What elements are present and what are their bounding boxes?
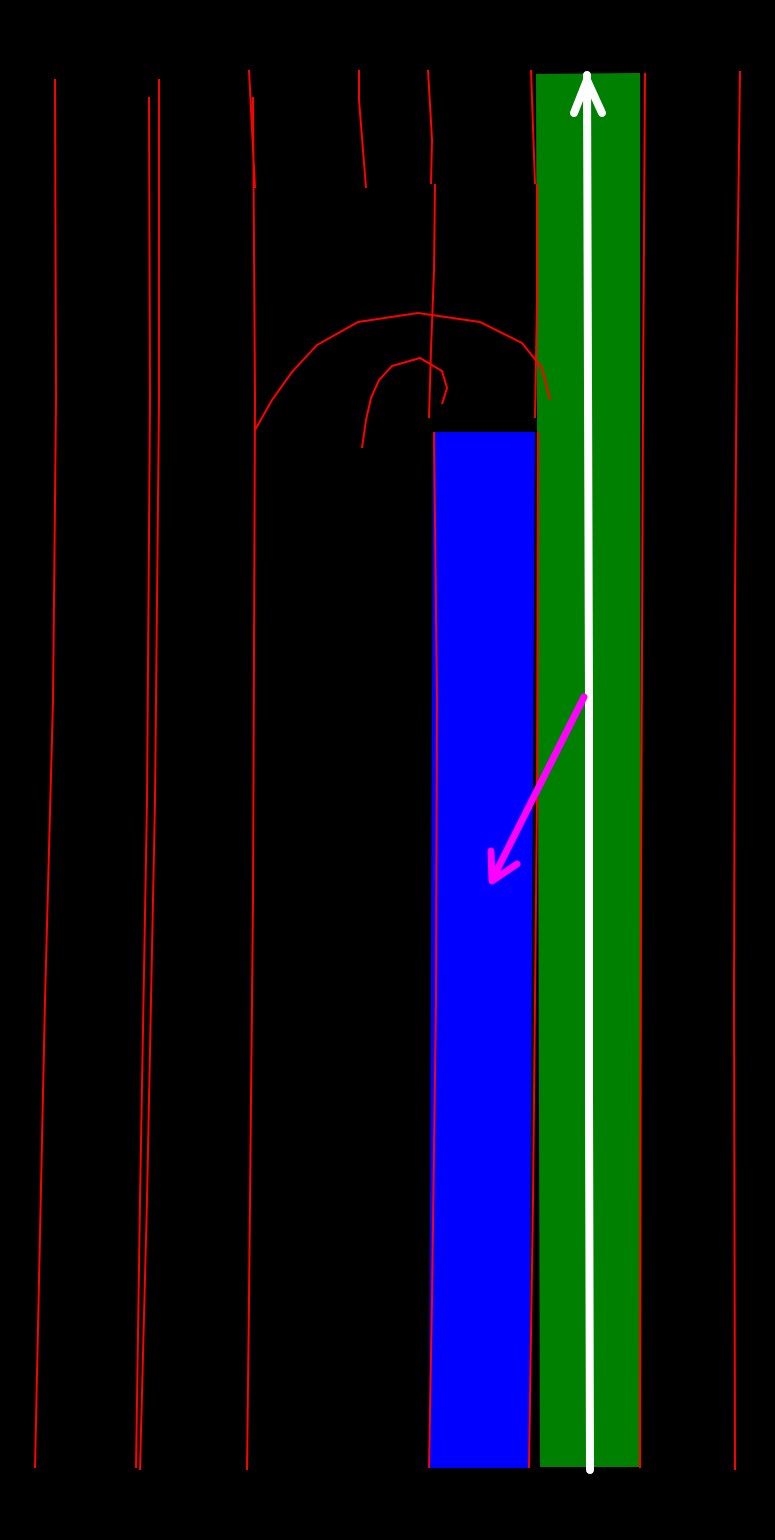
lane-line (428, 183, 436, 419)
ego-path-line (583, 71, 594, 1474)
target-lane-region (429, 432, 535, 1468)
lane-lines (34, 69, 741, 1471)
lane-change-line (488, 693, 588, 884)
diagonal-arrow-icon (487, 693, 588, 885)
lane-line (246, 96, 257, 1471)
lane-line (528, 431, 539, 1469)
lane-change-arrowhead (487, 847, 521, 885)
lane-line (135, 96, 152, 1469)
lane-line (427, 69, 434, 185)
lane-line (358, 70, 367, 189)
lane-line (732, 70, 741, 1471)
ego-path-arrowhead (570, 76, 606, 117)
lane-line (139, 79, 160, 1471)
lane-line (530, 69, 536, 185)
straight-arrow-icon (570, 71, 606, 1474)
turn-curve (254, 311, 551, 431)
lane-line (34, 78, 58, 1469)
lane-line (639, 72, 646, 1469)
lane-line (534, 184, 538, 419)
lane-line (428, 431, 439, 1469)
turn-curve (361, 356, 449, 449)
